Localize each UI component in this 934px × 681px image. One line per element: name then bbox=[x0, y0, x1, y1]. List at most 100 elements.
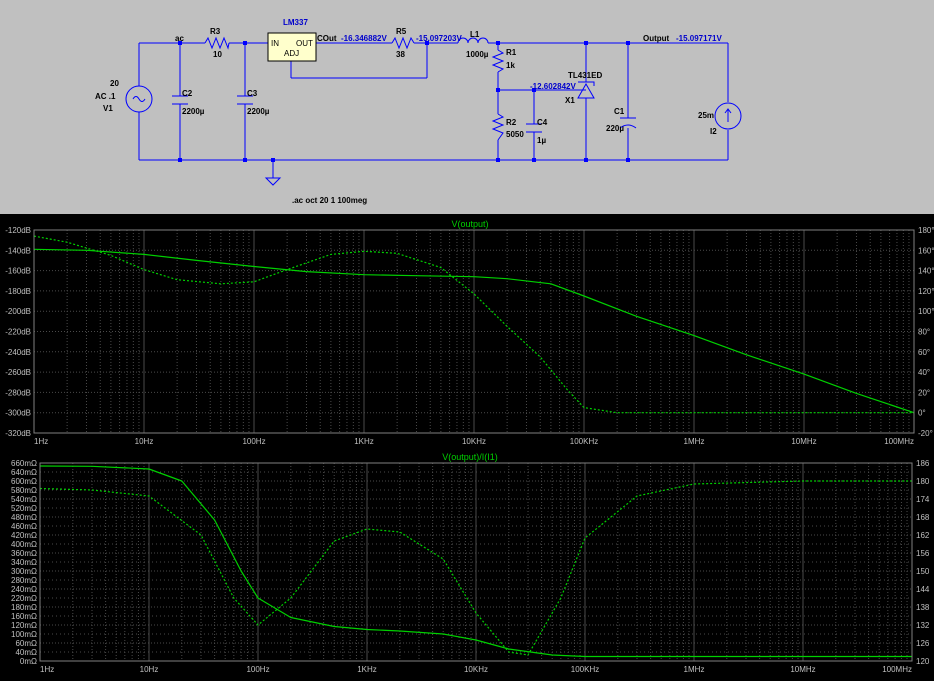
plot1-y-right-tick: 160° bbox=[918, 246, 934, 255]
plot1-series[interactable] bbox=[33, 235, 915, 414]
plot2-y-left-tick: 660mΩ bbox=[11, 459, 37, 468]
r1-value: 1k bbox=[506, 61, 515, 70]
c2-capacitor-symbol[interactable] bbox=[172, 95, 188, 105]
plot1-y-left-tick: -180dB bbox=[5, 287, 31, 296]
plot1-x-tick: 100Hz bbox=[242, 437, 265, 446]
plot2-x-tick: 10Hz bbox=[140, 665, 159, 674]
plot2-phase-trace[interactable] bbox=[39, 480, 912, 656]
r5-resistor-symbol[interactable] bbox=[391, 36, 415, 50]
plot1-y-left-tick: -200dB bbox=[5, 307, 31, 316]
plot1-y-right-tick: 20° bbox=[918, 388, 930, 397]
lm337-pin-adj: ADJ bbox=[284, 49, 299, 58]
plot2-x-tick: 100MHz bbox=[882, 665, 912, 674]
x1-name: X1 bbox=[565, 96, 575, 105]
plot2-y-right-tick: 180 bbox=[916, 477, 930, 486]
lm337-body bbox=[267, 32, 317, 62]
plot2-y-right-tick: 186 bbox=[916, 459, 930, 468]
plot1-tick-labels: -120dB-140dB-160dB-180dB-200dB-220dB-240… bbox=[5, 226, 934, 446]
c3-name: C3 bbox=[247, 89, 258, 98]
plot1-y-right-tick: 0° bbox=[918, 409, 926, 418]
plot1-y-left-tick: -260dB bbox=[5, 368, 31, 377]
plot2-y-right-tick: 174 bbox=[916, 495, 930, 504]
schematic-pane[interactable]: IN OUT ADJ LM337 20 AC .1 V1 ac R3 10 C2… bbox=[0, 0, 934, 214]
plot1-y-right-tick: 60° bbox=[918, 348, 930, 357]
plot2-tick-labels: 660mΩ600mΩ540mΩ480mΩ420mΩ360mΩ300mΩ240mΩ… bbox=[11, 459, 930, 674]
plot1-x-tick: 100MHz bbox=[884, 437, 914, 446]
plot2-y-left-tick: 240mΩ bbox=[11, 585, 37, 594]
r2-resistor-symbol[interactable] bbox=[491, 113, 505, 141]
net-label-output: Output bbox=[643, 34, 670, 43]
i2-source-symbol[interactable] bbox=[714, 102, 742, 130]
plot-pane-2[interactable]: V(output)/I(I1) 660mΩ600mΩ540mΩ480mΩ420m… bbox=[0, 450, 934, 676]
plot2-y-right-tick: 150 bbox=[916, 567, 930, 576]
c3-capacitor-symbol[interactable] bbox=[237, 95, 253, 105]
tl431-symbol[interactable] bbox=[577, 81, 595, 99]
plot2-y-left-minor-tick: 460mΩ bbox=[11, 522, 37, 531]
plot2-magnitude-trace[interactable] bbox=[39, 465, 912, 658]
r3-value: 10 bbox=[213, 50, 222, 59]
plot1-title[interactable]: V(output) bbox=[451, 219, 488, 229]
v1-source-symbol[interactable] bbox=[125, 85, 153, 113]
lm337-label: LM337 bbox=[283, 18, 308, 27]
plot2-y-right-tick: 132 bbox=[916, 621, 930, 630]
r1-resistor-symbol[interactable] bbox=[491, 49, 505, 73]
plot2-y-left-tick: 180mΩ bbox=[11, 603, 37, 612]
plot2-title[interactable]: V(output)/I(I1) bbox=[442, 452, 498, 462]
c4-value: 1µ bbox=[537, 136, 546, 145]
plot2-y-left-tick: 0mΩ bbox=[20, 657, 37, 666]
plot1-x-tick: 10Hz bbox=[135, 437, 154, 446]
v1-name: V1 bbox=[103, 104, 113, 113]
r3-resistor-symbol[interactable] bbox=[204, 36, 230, 50]
plot1-y-left-tick: -300dB bbox=[5, 409, 31, 418]
plot2-y-left-minor-tick: 340mΩ bbox=[11, 558, 37, 567]
c4-capacitor-symbol[interactable] bbox=[526, 123, 542, 133]
plot1-x-tick: 1Hz bbox=[34, 437, 48, 446]
lm337-regulator[interactable]: IN OUT ADJ LM337 bbox=[267, 18, 317, 62]
plot1-y-right-tick: 40° bbox=[918, 368, 930, 377]
c2-value: 2200µ bbox=[182, 107, 205, 116]
plot2-y-left-tick: 360mΩ bbox=[11, 549, 37, 558]
plot1-magnitude-trace[interactable] bbox=[33, 248, 915, 414]
schematic-wires bbox=[138, 42, 729, 178]
plot2-y-right-tick: 126 bbox=[916, 639, 930, 648]
plot2-y-left-tick: 540mΩ bbox=[11, 495, 37, 504]
plot-pane-1[interactable]: V(output) -120dB-140dB-160dB-180dB-200dB… bbox=[0, 215, 934, 448]
plot1-x-tick: 1KHz bbox=[354, 437, 374, 446]
schematic-background bbox=[0, 0, 934, 214]
plot1-grid bbox=[33, 229, 914, 434]
c1-value: 220µ bbox=[606, 124, 624, 133]
plot2-y-right-tick: 144 bbox=[916, 585, 930, 594]
c1-capacitor-symbol[interactable] bbox=[619, 117, 637, 129]
l1-inductor-symbol[interactable] bbox=[457, 37, 489, 44]
plot1-y-right-tick: 100° bbox=[918, 307, 934, 316]
plot2-x-tick: 1Hz bbox=[40, 665, 54, 674]
plot2-y-left-tick: 60mΩ bbox=[15, 639, 37, 648]
plot1-x-tick: 10KHz bbox=[462, 437, 486, 446]
i2-name: I2 bbox=[710, 127, 717, 136]
v1-ac-value: AC .1 bbox=[95, 92, 116, 101]
plot2-x-tick: 10KHz bbox=[464, 665, 488, 674]
c2-name: C2 bbox=[182, 89, 193, 98]
plot1-phase-trace[interactable] bbox=[33, 235, 914, 414]
plot2-y-left-minor-tick: 220mΩ bbox=[11, 594, 37, 603]
ground-symbol[interactable] bbox=[264, 177, 282, 186]
plot2-x-tick: 1KHz bbox=[357, 665, 377, 674]
plot1-y-right-tick: 80° bbox=[918, 328, 930, 337]
plot2-series[interactable] bbox=[39, 465, 912, 658]
plot1-y-right-tick: 140° bbox=[918, 267, 934, 276]
r2-name: R2 bbox=[506, 118, 517, 127]
plot1-y-left-tick: -220dB bbox=[5, 328, 31, 337]
plot2-y-left-tick: 420mΩ bbox=[11, 531, 37, 540]
plot1-x-tick: 1MHz bbox=[684, 437, 705, 446]
plot2-y-left-minor-tick: 640mΩ bbox=[11, 468, 37, 477]
plot2-y-right-tick: 156 bbox=[916, 549, 930, 558]
plot2-x-tick: 100KHz bbox=[571, 665, 599, 674]
plot1-y-left-tick: -160dB bbox=[5, 267, 31, 276]
ac-directive[interactable]: .ac oct 20 1 100meg bbox=[292, 196, 367, 205]
net-label-ac: ac bbox=[175, 34, 184, 43]
plot2-y-left-tick: 480mΩ bbox=[11, 513, 37, 522]
c1-name: C1 bbox=[614, 107, 625, 116]
r2-value: 5050 bbox=[506, 130, 524, 139]
plot1-y-left-tick: -280dB bbox=[5, 388, 31, 397]
